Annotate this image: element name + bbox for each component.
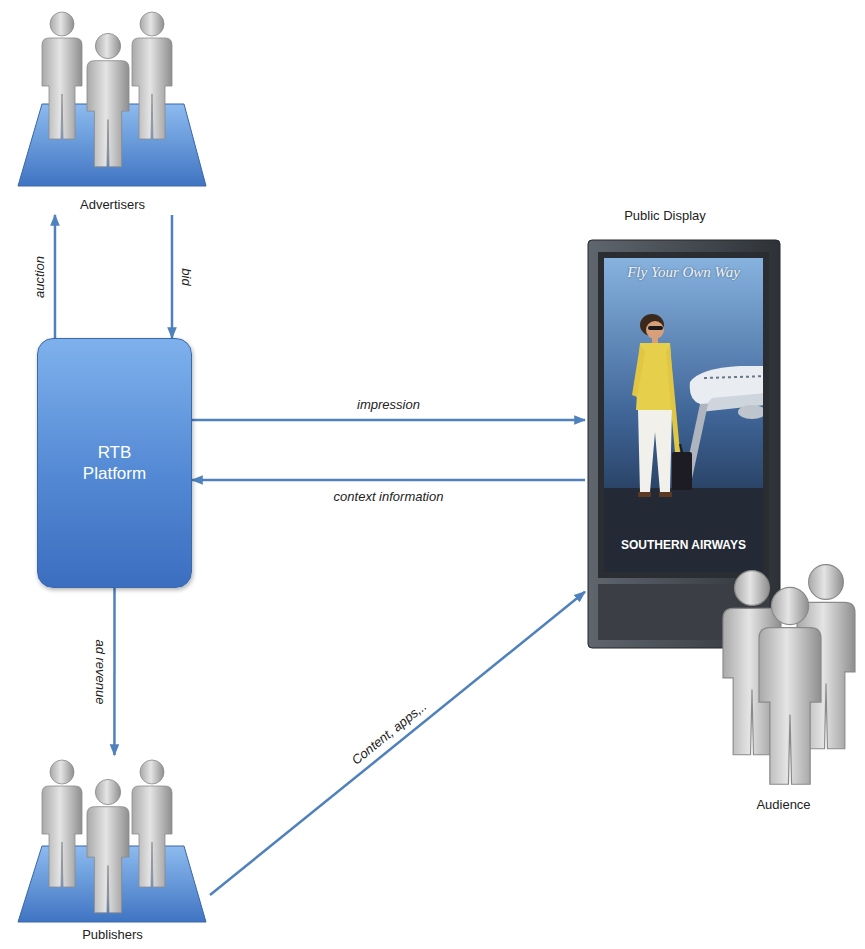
flow-arrow <box>192 419 585 422</box>
poster-tarmac <box>604 488 763 572</box>
poster-image <box>604 258 763 572</box>
node-label: RTB Platform <box>75 442 155 484</box>
person-figure <box>132 760 172 887</box>
flow-arrow <box>192 479 585 482</box>
flow-arrow <box>54 215 57 338</box>
poster-slogan: Fly Your Own Way <box>606 264 761 281</box>
person-figure <box>132 12 172 139</box>
edge-label: ad revenue <box>93 637 108 706</box>
poster-brand: SOUTHERN AIRWAYS <box>606 538 761 552</box>
poster-sky <box>604 258 763 572</box>
flow-arrow <box>210 592 585 895</box>
node-label: Audience <box>756 797 810 812</box>
flow-arrow <box>113 588 116 755</box>
person-figure <box>87 33 129 166</box>
edge-label: Content, apps,.. <box>347 697 431 769</box>
woman-sunglasses <box>648 326 663 330</box>
display-bezel <box>598 252 769 578</box>
person-figure <box>42 760 82 887</box>
group-icon-node: Audience <box>705 575 862 815</box>
node-label: Advertisers <box>80 197 145 212</box>
edge-label: auction <box>31 254 46 300</box>
node-label: Public Display <box>624 208 706 223</box>
person-figure <box>87 779 129 912</box>
woman-shoe <box>659 492 672 497</box>
person-figure <box>759 587 821 784</box>
jet-engine <box>738 405 763 419</box>
process-box: RTB Platform <box>37 338 192 588</box>
edge-label: context information <box>332 488 446 503</box>
advertisers-icon <box>18 12 206 186</box>
edge-label: bid <box>178 266 193 287</box>
flow-arrow <box>171 215 174 338</box>
node-label: Publishers <box>82 927 143 942</box>
woman-arm <box>632 345 645 397</box>
publishers-icon <box>18 760 206 922</box>
edge-label: impression <box>355 397 422 412</box>
woman-shoe <box>638 492 651 497</box>
group-icon-node: Advertisers <box>15 5 210 215</box>
woman-trousers <box>638 410 672 492</box>
group-icon-node: Publishers <box>15 755 210 945</box>
suitcase-handle <box>680 444 682 452</box>
woman-face <box>646 321 664 339</box>
suitcase <box>672 452 692 490</box>
jet-windows <box>704 376 763 378</box>
audience-icon <box>723 565 855 785</box>
person-figure <box>42 12 82 139</box>
